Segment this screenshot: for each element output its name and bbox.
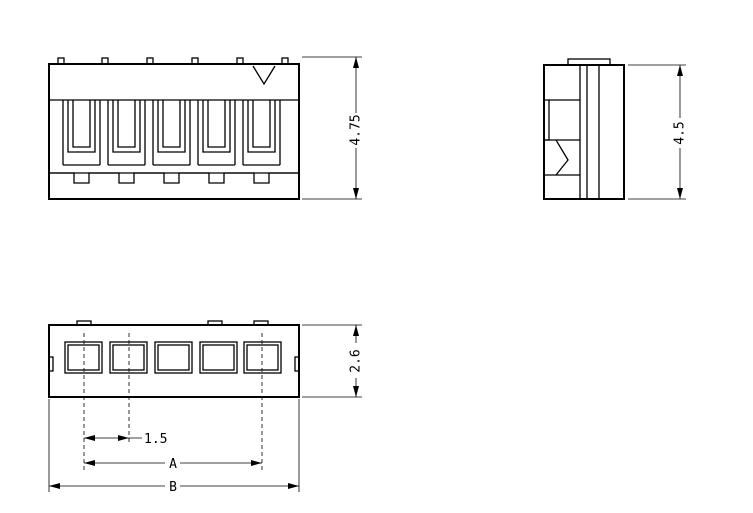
- front-bottom-notches: [49, 172, 299, 184]
- front-height-dimension: [302, 56, 362, 200]
- side-body-outline: [543, 64, 625, 200]
- side-view: 4.5: [543, 58, 688, 200]
- side-height-label: 4.5: [673, 121, 688, 144]
- pitch-dimension: [84, 435, 142, 441]
- bottom-height-label: 2.6: [349, 349, 364, 372]
- side-top-tab: [567, 58, 611, 66]
- side-height-dimension: [628, 64, 686, 200]
- front-body-outline: [48, 63, 300, 200]
- side-latch-ramp: [544, 139, 569, 176]
- span-b-label: B: [169, 480, 177, 495]
- span-b-dimension: [48, 399, 300, 492]
- pitch-label: 1.5: [144, 432, 167, 447]
- bottom-body-outline: [48, 324, 300, 398]
- bottom-cavities: [64, 341, 282, 374]
- front-height-label: 4.75: [349, 114, 364, 145]
- span-a-label: A: [169, 457, 177, 472]
- front-view: 4.75: [48, 56, 364, 200]
- bottom-height-dimension: [302, 324, 362, 398]
- polarity-mark: [252, 65, 276, 86]
- span-a-dimension: [84, 460, 262, 466]
- bottom-view: 2.6 1.5 A B: [48, 320, 364, 495]
- front-top-pins: [57, 57, 289, 65]
- front-slots: [62, 100, 281, 166]
